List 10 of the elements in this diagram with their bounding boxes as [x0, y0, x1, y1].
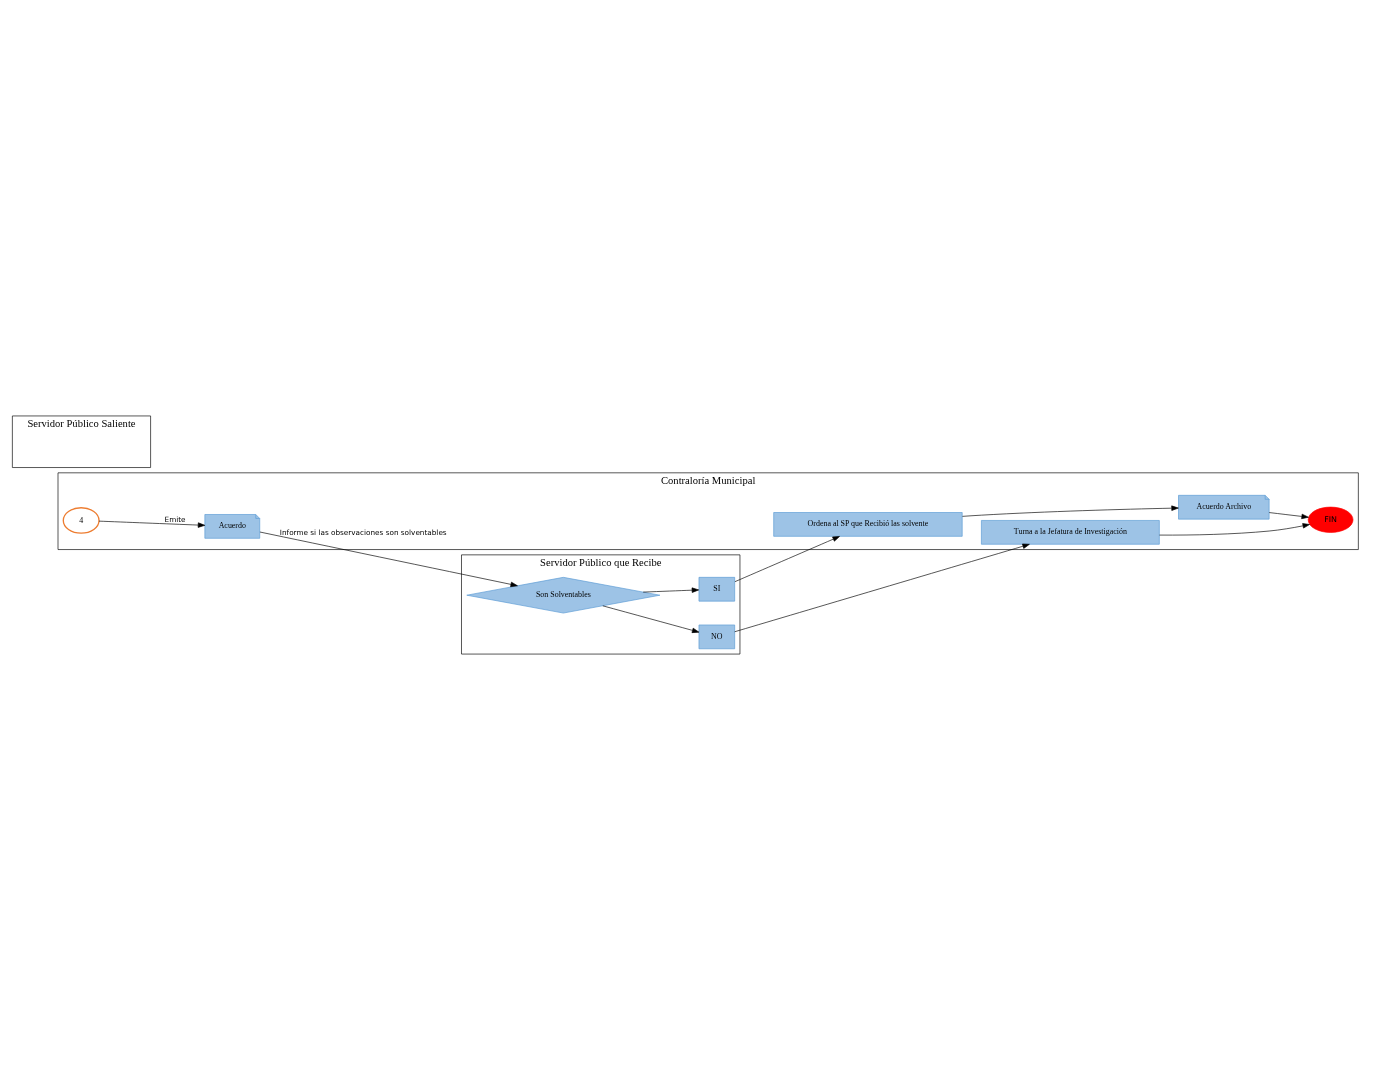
arrow — [734, 536, 840, 582]
arrow — [1159, 523, 1310, 536]
arrow — [259, 531, 518, 587]
arrow — [1268, 512, 1309, 520]
arrow — [642, 587, 700, 593]
arrow — [98, 520, 206, 528]
arrow — [962, 505, 1179, 517]
arrow — [602, 605, 700, 633]
node-box: Servidor Público Saliente — [12, 415, 151, 468]
arrow — [734, 543, 1030, 633]
